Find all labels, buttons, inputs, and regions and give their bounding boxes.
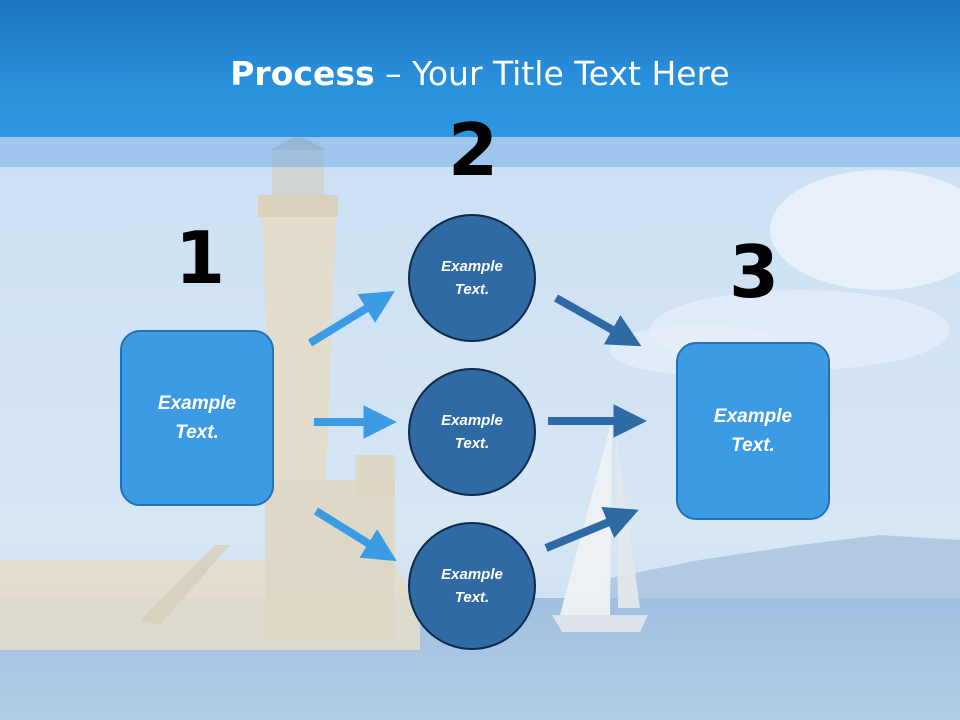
step-2-circle-top: Example Text.: [408, 214, 536, 342]
circle-top-text: Example Text.: [441, 258, 503, 298]
circle-middle-text: Example Text.: [441, 412, 503, 452]
arrow-circle1-to-box3: [554, 294, 642, 347]
step-number-3: 3: [728, 230, 780, 314]
title-bold: Process: [230, 54, 375, 93]
slide-title: Process – Your Title Text Here: [0, 52, 960, 96]
title-bar: [0, 0, 960, 137]
arrow-circle3-to-box3: [544, 507, 639, 552]
arrow-box1-to-circle1: [307, 290, 395, 347]
step-1-box-text: Example Text.: [157, 393, 237, 443]
step-2-circle-bottom: Example Text.: [408, 522, 536, 650]
step-3-box-text: Example Text.: [713, 406, 793, 456]
circle-bottom-text: Example Text.: [441, 566, 503, 606]
title-rest: – Your Title Text Here: [374, 54, 730, 93]
step-3-box: Example Text.: [676, 342, 830, 520]
step-2-circle-middle: Example Text.: [408, 368, 536, 496]
step-number-1: 1: [174, 216, 226, 300]
arrow-box1-to-circle3: [313, 507, 397, 562]
title-bar-strip: [0, 137, 960, 167]
step-1-box: Example Text.: [120, 330, 274, 506]
step-number-2: 2: [447, 108, 499, 192]
